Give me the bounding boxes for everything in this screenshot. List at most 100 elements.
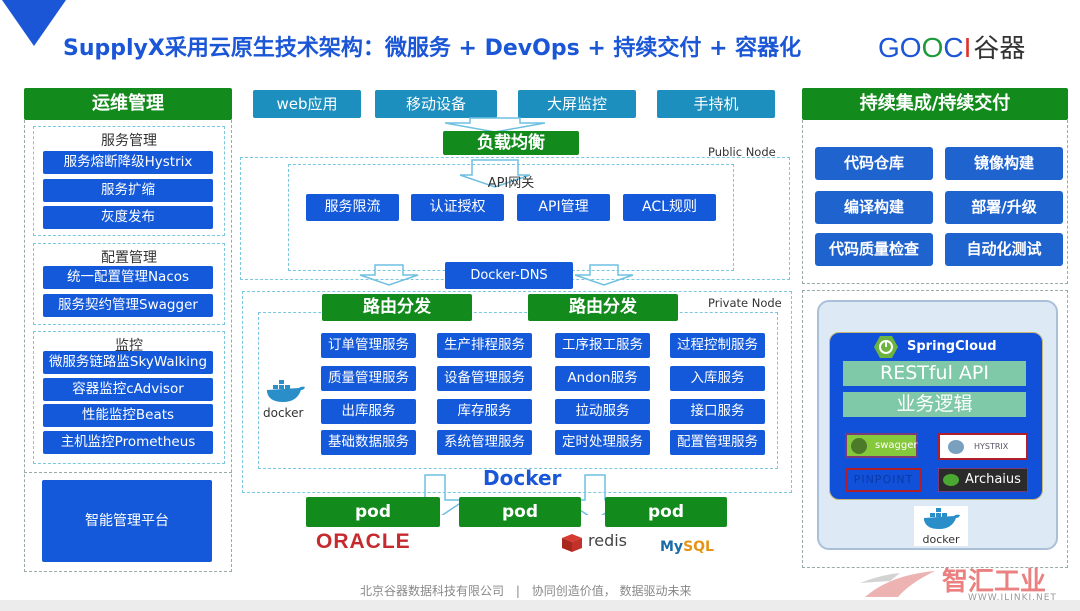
watermark: 智汇工业 WWW.ILINKI.NET <box>860 563 1080 607</box>
gooci-logo: GOOCI谷器 <box>878 28 1025 65</box>
service-item[interactable]: 系统管理服务 <box>437 430 532 455</box>
docker-dns[interactable]: Docker-DNS <box>445 262 573 289</box>
page-title: SupplyX采用云原生技术架构：微服务 + DevOps + 持续交付 + 容… <box>63 36 802 61</box>
rate-limit-item[interactable]: 服务限流 <box>306 194 399 221</box>
hystrix-item[interactable]: 服务熔断降级Hystrix <box>43 151 213 174</box>
scaling-item[interactable]: 服务扩缩 <box>43 179 213 202</box>
swagger-tool: swagger <box>845 433 918 458</box>
footer-separator: | <box>515 584 520 598</box>
redis-label: redis <box>588 531 628 550</box>
beats-item[interactable]: 性能监控Beats <box>43 404 213 427</box>
cadvisor-item[interactable]: 容器监控cAdvisor <box>43 378 213 401</box>
docker-logo-text: docker <box>263 406 304 420</box>
deploy-upgrade-item[interactable]: 部署/升级 <box>945 191 1063 224</box>
client-mobile[interactable]: 移动设备 <box>375 90 497 118</box>
public-node-label: Public Node <box>708 145 776 159</box>
load-balancer[interactable]: 负载均衡 <box>443 131 579 155</box>
watermark-url: WWW.ILINKI.NET <box>968 593 1057 603</box>
router-2[interactable]: 路由分发 <box>528 294 678 321</box>
service-management-group <box>33 126 225 236</box>
smart-platform-item[interactable]: 智能管理平台 <box>42 480 212 562</box>
service-item[interactable]: 入库服务 <box>670 366 765 391</box>
code-repo-item[interactable]: 代码仓库 <box>815 147 933 180</box>
springcloud-title: SpringCloud <box>907 339 997 354</box>
config-management-group <box>33 243 225 325</box>
mysql-logo: MySQL <box>660 539 714 555</box>
business-logic-bar: 业务逻辑 <box>843 392 1026 417</box>
skywalking-item[interactable]: 微服务链路监SkyWalking <box>43 351 213 374</box>
docker-whale-icon <box>267 380 305 402</box>
logo-letter: C <box>943 32 964 63</box>
pinpoint-tool: PINPOINT <box>845 468 922 492</box>
springcloud-frame <box>802 290 1068 568</box>
api-gateway-label: API网关 <box>487 176 535 191</box>
service-item[interactable]: 质量管理服务 <box>321 366 416 391</box>
pod-3[interactable]: pod <box>605 497 727 527</box>
nacos-item[interactable]: 统一配置管理Nacos <box>43 266 213 289</box>
service-item[interactable]: 订单管理服务 <box>321 333 416 358</box>
auth-item[interactable]: 认证授权 <box>411 194 504 221</box>
service-item[interactable]: 设备管理服务 <box>437 366 532 391</box>
ci-cd-heading: 持续集成/持续交付 <box>802 88 1068 120</box>
group-title: 服务管理 <box>101 133 157 149</box>
service-item[interactable]: Andon服务 <box>555 366 650 391</box>
logo-letter: I <box>963 32 972 63</box>
footer: 北京谷器数据科技有限公司 | 协同创造价值， 数据驱动未来 <box>360 582 692 599</box>
hystrix-label: HYSTRIX <box>974 442 1009 451</box>
service-item[interactable]: 过程控制服务 <box>670 333 765 358</box>
pod-1[interactable]: pod <box>306 497 440 527</box>
archaius-icon <box>943 474 959 486</box>
service-item[interactable]: 工序报工服务 <box>555 333 650 358</box>
auto-test-item[interactable]: 自动化测试 <box>945 233 1063 266</box>
archaius-tool: Archaius <box>938 468 1028 492</box>
router-1[interactable]: 路由分发 <box>322 294 472 321</box>
logo-letter: O <box>921 32 944 63</box>
services-frame <box>258 312 778 469</box>
code-quality-item[interactable]: 代码质量检查 <box>815 233 933 266</box>
service-item[interactable]: 接口服务 <box>670 399 765 424</box>
swagger-item[interactable]: 服务契约管理Swagger <box>43 294 213 317</box>
monitoring-group <box>33 331 225 464</box>
swagger-icon <box>851 438 867 454</box>
acl-item[interactable]: ACL规则 <box>623 194 716 221</box>
ci-cd-frame <box>802 120 1068 284</box>
service-item[interactable]: 配置管理服务 <box>670 430 765 455</box>
ops-management-heading: 运维管理 <box>24 88 232 120</box>
footer-slogan: 协同创造价值， 数据驱动未来 <box>531 584 692 598</box>
watermark-swoosh-icon <box>860 571 935 597</box>
private-node-frame <box>242 291 792 493</box>
client-screen[interactable]: 大屏监控 <box>518 90 636 118</box>
service-item[interactable]: 基础数据服务 <box>321 430 416 455</box>
compile-build-item[interactable]: 编译构建 <box>815 191 933 224</box>
service-item[interactable]: 定时处理服务 <box>555 430 650 455</box>
image-build-item[interactable]: 镜像构建 <box>945 147 1063 180</box>
prometheus-item[interactable]: 主机监控Prometheus <box>43 431 213 454</box>
service-item[interactable]: 拉动服务 <box>555 399 650 424</box>
service-item[interactable]: 库存服务 <box>437 399 532 424</box>
logo-cn: 谷器 <box>973 33 1026 63</box>
corner-triangle-decoration <box>2 0 66 46</box>
group-title: 配置管理 <box>101 250 157 266</box>
docker-logo: docker <box>263 378 305 420</box>
redis-icon <box>560 532 584 554</box>
logo-letter: G <box>878 32 900 63</box>
hystrix-icon <box>948 440 964 454</box>
springcloud-docker-logo: docker <box>914 506 968 546</box>
swagger-label: swagger <box>875 440 918 451</box>
watermark-cn: 智汇工业 <box>942 567 1047 597</box>
client-web[interactable]: web应用 <box>253 90 361 118</box>
service-item[interactable]: 出库服务 <box>321 399 416 424</box>
ops-management-frame <box>24 120 232 572</box>
pod-2[interactable]: pod <box>459 497 581 527</box>
docker-text: docker <box>922 533 960 546</box>
private-node-label: Private Node <box>708 296 782 310</box>
client-handheld[interactable]: 手持机 <box>657 90 775 118</box>
gray-release-item[interactable]: 灰度发布 <box>43 206 213 229</box>
hystrix-tool: HYSTRIX <box>938 433 1028 460</box>
service-item[interactable]: 生产排程服务 <box>437 333 532 358</box>
docker-label: Docker <box>483 466 562 490</box>
mysql-my: My <box>660 539 684 555</box>
group-title: 监控 <box>115 338 143 354</box>
footer-company: 北京谷器数据科技有限公司 <box>360 584 505 598</box>
api-management-item[interactable]: API管理 <box>517 194 610 221</box>
